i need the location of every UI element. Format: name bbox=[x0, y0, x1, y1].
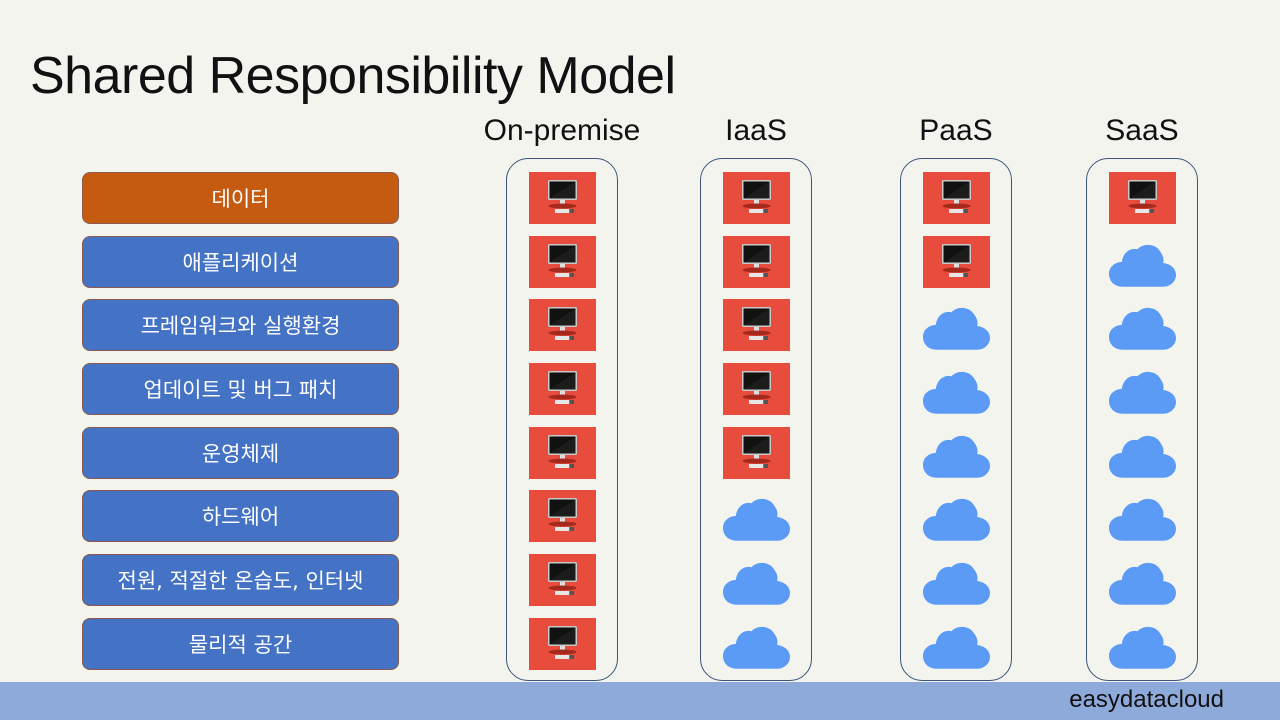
column-paas bbox=[900, 158, 1012, 681]
cloud-icon bbox=[722, 494, 790, 546]
column-on-premise bbox=[506, 158, 618, 681]
computer-icon bbox=[722, 172, 790, 224]
cloud-icon bbox=[922, 622, 990, 674]
computer-icon bbox=[528, 299, 596, 351]
computer-icon bbox=[722, 363, 790, 415]
layer-6: 전원, 적절한 온습도, 인터넷 bbox=[82, 554, 399, 606]
column-header-on-premise: On-premise bbox=[483, 114, 641, 147]
computer-icon bbox=[922, 236, 990, 288]
cloud-icon bbox=[922, 431, 990, 483]
cloud-icon bbox=[922, 558, 990, 610]
computer-icon bbox=[722, 299, 790, 351]
layer-7: 물리적 공간 bbox=[82, 618, 399, 670]
cloud-icon bbox=[722, 622, 790, 674]
layer-5: 하드웨어 bbox=[82, 490, 399, 542]
brand-label: easydatacloud bbox=[1069, 686, 1224, 713]
computer-icon bbox=[722, 427, 790, 479]
cloud-icon bbox=[1108, 367, 1176, 419]
column-iaas bbox=[700, 158, 812, 681]
layer-4: 운영체제 bbox=[82, 427, 399, 479]
computer-icon bbox=[528, 236, 596, 288]
cloud-icon bbox=[1108, 240, 1176, 292]
cloud-icon bbox=[1108, 494, 1176, 546]
computer-icon bbox=[722, 236, 790, 288]
column-header-paas: PaaS bbox=[919, 114, 993, 147]
column-saas bbox=[1086, 158, 1198, 681]
computer-icon bbox=[528, 618, 596, 670]
cloud-icon bbox=[922, 303, 990, 355]
column-header-iaas: IaaS bbox=[725, 114, 787, 147]
page-title: Shared Responsibility Model bbox=[30, 47, 676, 105]
computer-icon bbox=[922, 172, 990, 224]
computer-icon bbox=[1108, 172, 1176, 224]
computer-icon bbox=[528, 554, 596, 606]
cloud-icon bbox=[922, 367, 990, 419]
cloud-icon bbox=[1108, 431, 1176, 483]
computer-icon bbox=[528, 172, 596, 224]
cloud-icon bbox=[922, 494, 990, 546]
computer-icon bbox=[528, 427, 596, 479]
cloud-icon bbox=[1108, 303, 1176, 355]
computer-icon bbox=[528, 363, 596, 415]
layer-0: 데이터 bbox=[82, 172, 399, 224]
cloud-icon bbox=[722, 558, 790, 610]
layer-1: 애플리케이션 bbox=[82, 236, 399, 288]
layer-3: 업데이트 및 버그 패치 bbox=[82, 363, 399, 415]
column-header-saas: SaaS bbox=[1105, 114, 1179, 147]
cloud-icon bbox=[1108, 558, 1176, 610]
layer-2: 프레임워크와 실행환경 bbox=[82, 299, 399, 351]
computer-icon bbox=[528, 490, 596, 542]
footer-bar: easydatacloud bbox=[0, 682, 1280, 720]
cloud-icon bbox=[1108, 622, 1176, 674]
